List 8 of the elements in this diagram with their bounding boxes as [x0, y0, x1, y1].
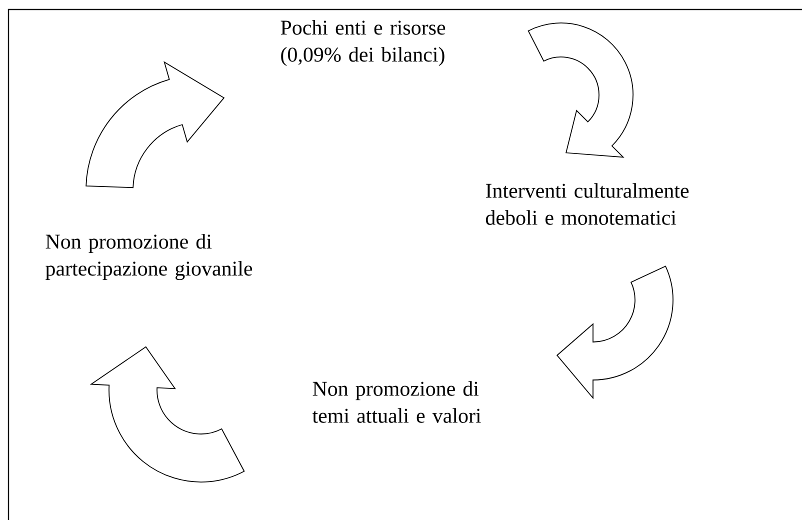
text-label: Non promozione di partecipazione giovanile: [46, 234, 252, 280]
curved-arrow: [86, 62, 224, 188]
curved-arrow: [556, 266, 674, 398]
text-label: Interventi culturalmente deboli e monotematici: [486, 183, 689, 225]
text-label: Pochi enti e risorse (0,09% dei bilanci): [280, 20, 446, 66]
text-label: Non promozione di temi attuali e valori: [312, 381, 481, 423]
curved-arrow: [528, 22, 634, 158]
curved-arrow: [90, 346, 245, 482]
